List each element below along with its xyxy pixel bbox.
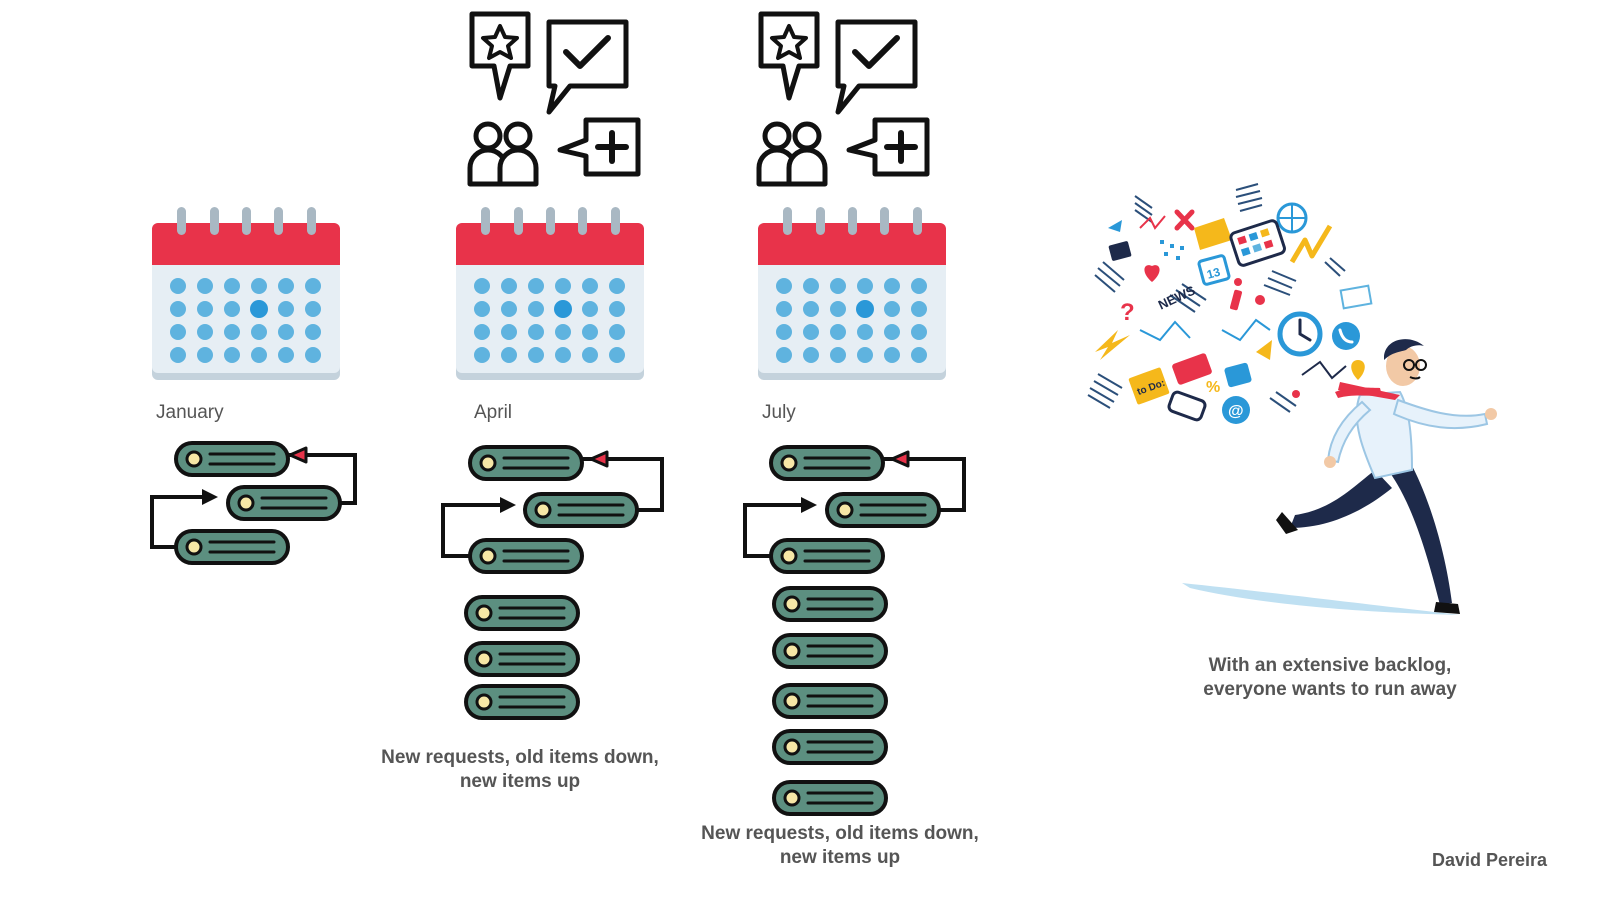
calendar-icon-april: [456, 207, 644, 380]
caption-april-line-1: New requests, old items down,: [381, 747, 659, 768]
caption-july-line-2: new items up: [779, 847, 901, 868]
month-label-april: April: [474, 402, 513, 423]
caption-april: New requests, old items down, new items …: [360, 746, 680, 794]
backlog-item: [825, 492, 941, 528]
backlog-july: [743, 445, 966, 816]
backlog-item: [772, 633, 888, 669]
backlog-item: [523, 492, 639, 528]
backlog-item: [772, 729, 888, 765]
backlog-item: [174, 441, 290, 477]
caption-runaway-line-1: With an extensive backlog,: [1208, 655, 1452, 676]
chaos-icons-cloud: 13 NEWS ? to Do:: [1087, 183, 1373, 424]
caption-runaway: With an extensive backlog, everyone want…: [1180, 654, 1480, 702]
backlog-item: [769, 538, 885, 574]
backlog-april: [441, 445, 664, 720]
month-label-january: January: [156, 402, 224, 423]
backlog-item: [468, 538, 584, 574]
request-icons-april: [470, 14, 638, 184]
caption-april-line-2: new items up: [459, 771, 581, 792]
backlog-item: [464, 641, 580, 677]
backlog-january: [150, 441, 357, 565]
backlog-item: [174, 529, 290, 565]
at-icon: @: [1228, 403, 1244, 420]
calendar-icon-july: [758, 207, 946, 380]
month-label-july: July: [762, 402, 796, 423]
backlog-item: [226, 485, 342, 521]
calendar-icon-january: [152, 207, 340, 380]
backlog-item: [772, 586, 888, 622]
backlog-item: [772, 780, 888, 816]
backlog-item: [464, 595, 580, 631]
question-mark-icon: ?: [1120, 299, 1135, 326]
caption-july: New requests, old items down, new items …: [680, 822, 1000, 870]
running-man-illustration: [1182, 339, 1497, 615]
backlog-item: [772, 683, 888, 719]
calendar-date-text: 13: [1205, 265, 1222, 282]
caption-july-line-1: New requests, old items down,: [701, 823, 979, 844]
request-icons-july: [759, 14, 927, 184]
backlog-item: [468, 445, 584, 481]
backlog-item: [769, 445, 885, 481]
backlog-item: [464, 684, 580, 720]
news-word: NEWS: [1156, 282, 1198, 312]
caption-runaway-line-2: everyone wants to run away: [1203, 679, 1457, 700]
percent-icon: %: [1206, 379, 1220, 396]
author-credit: David Pereira: [1432, 850, 1548, 870]
